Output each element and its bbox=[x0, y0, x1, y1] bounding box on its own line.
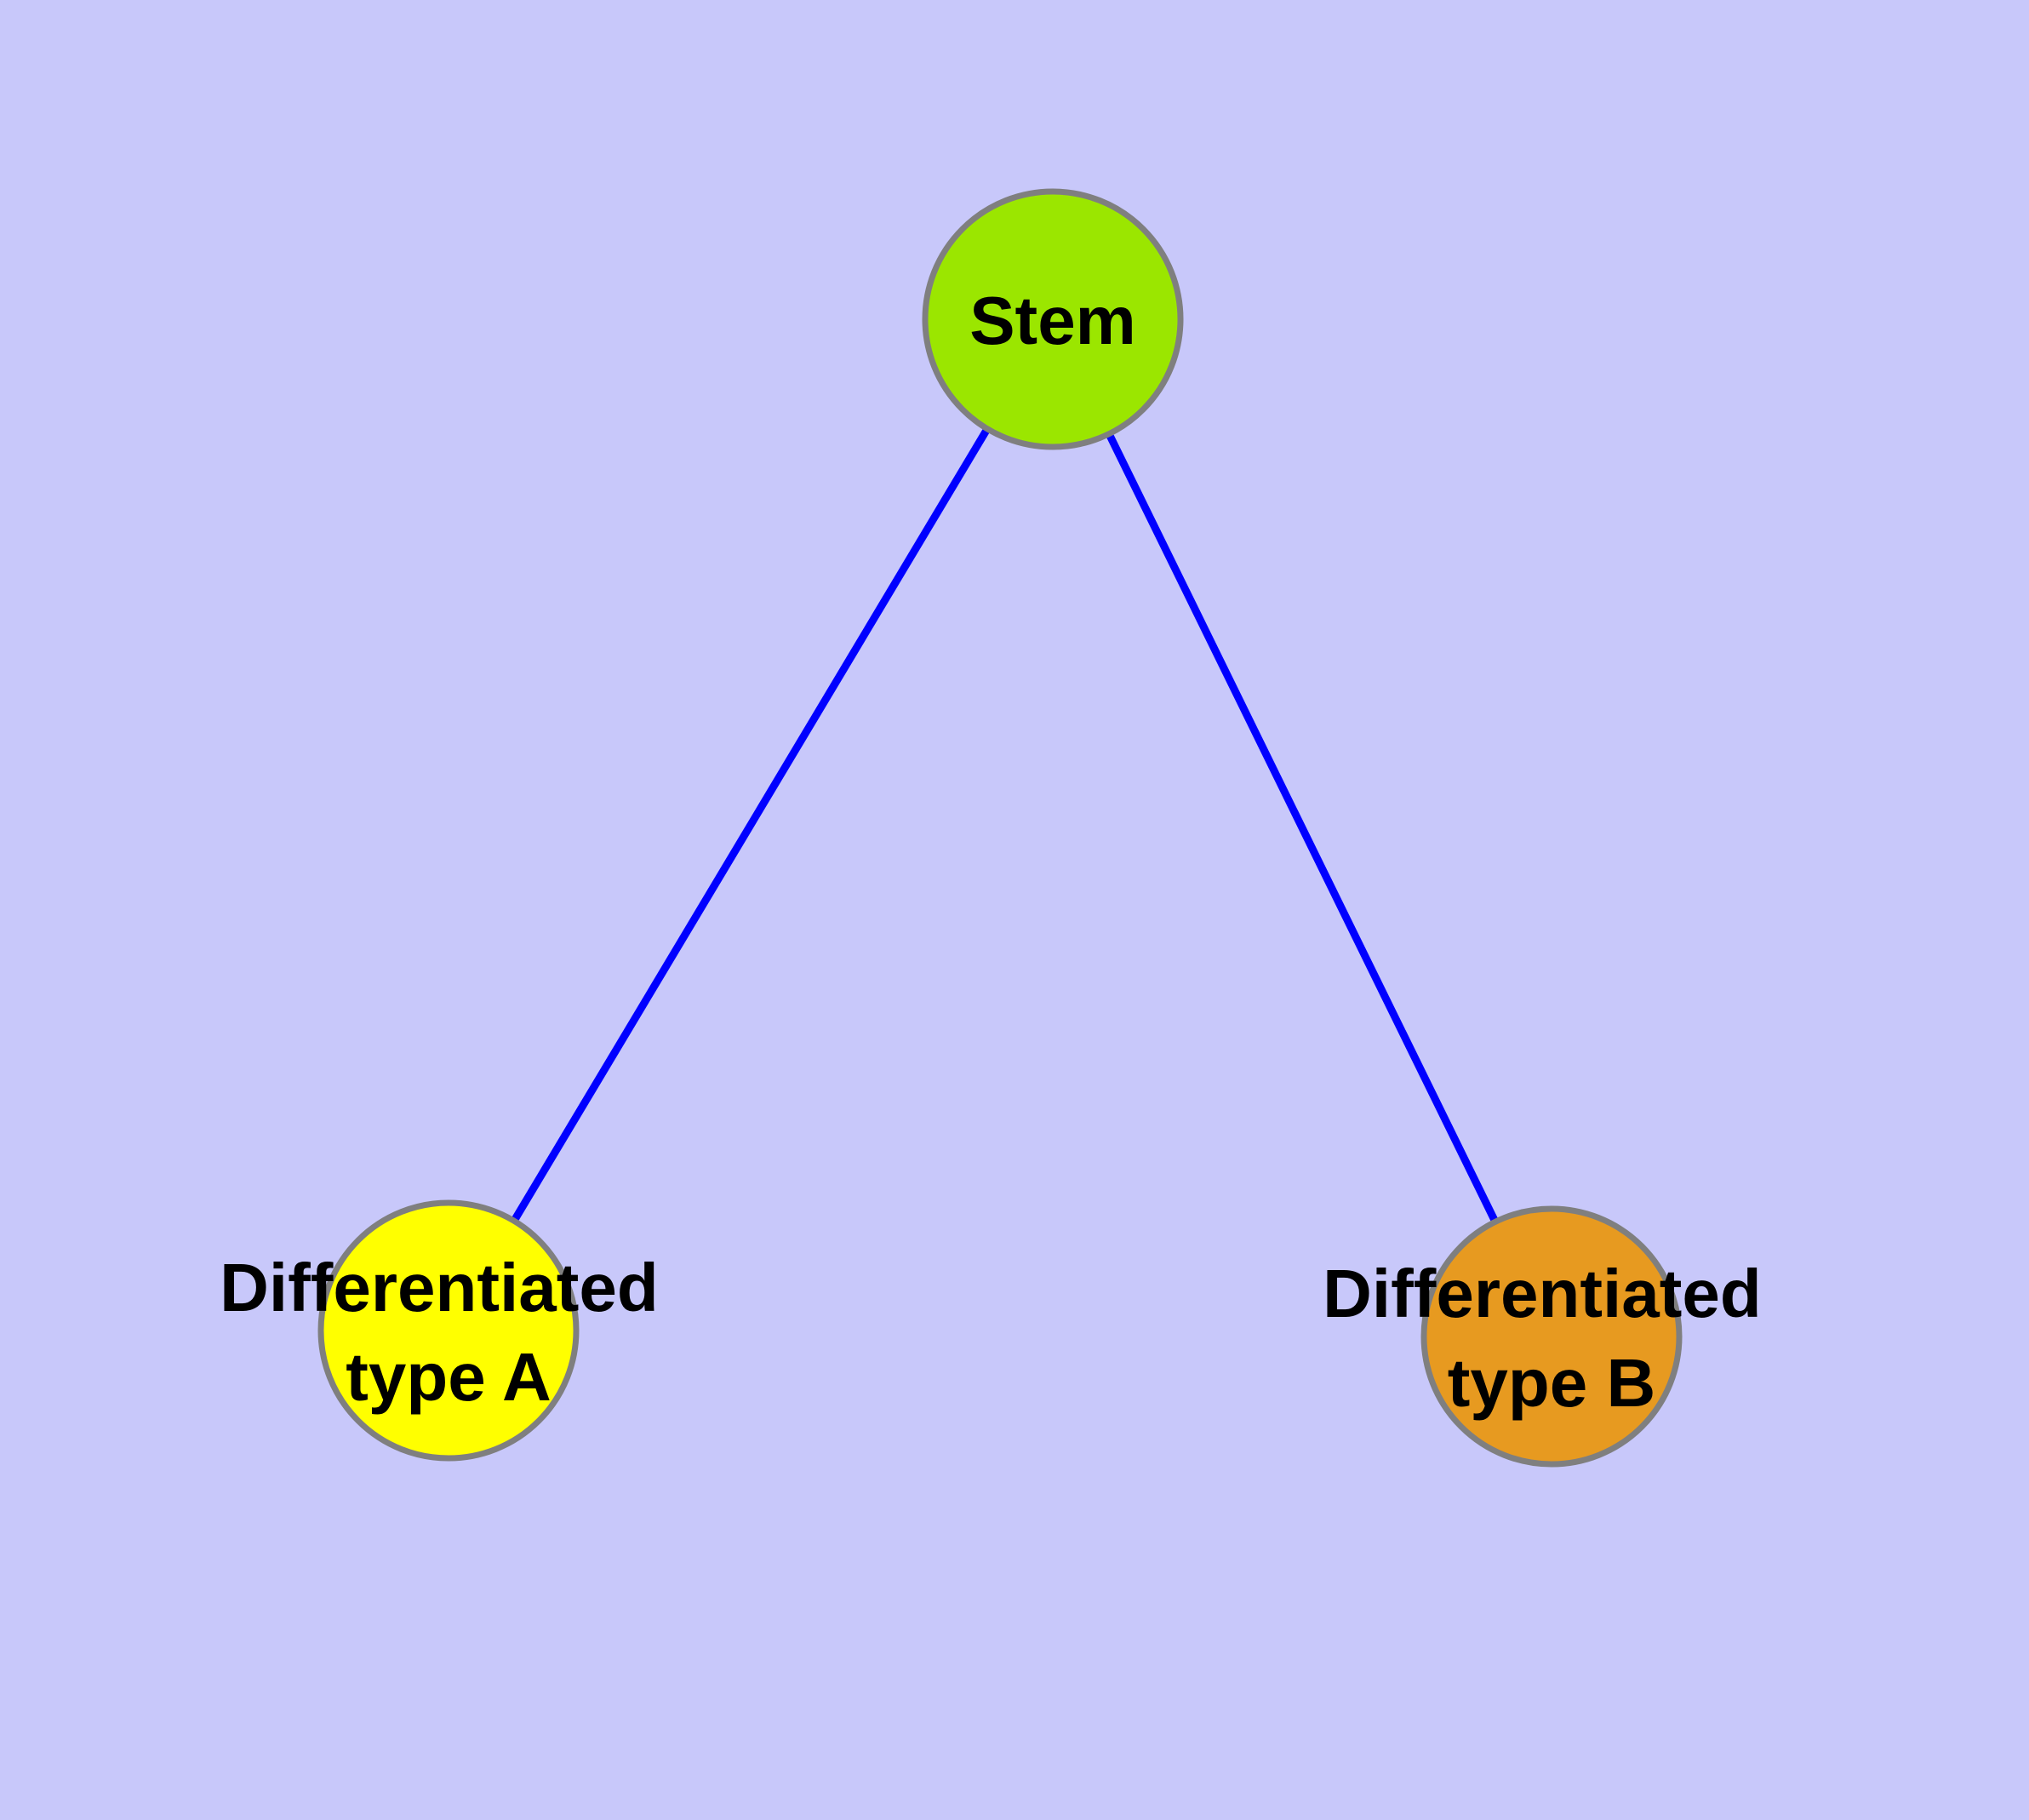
differentiated-type-a-node-label: Differentiated type A bbox=[220, 1250, 677, 1415]
differentiated-type-a-node-circle bbox=[317, 1199, 580, 1462]
edge-stem-to-type-b bbox=[1049, 318, 1556, 1338]
stem-node-label: Stem bbox=[969, 283, 1136, 358]
differentiated-type-b-node-label: Differentiated type B bbox=[1323, 1256, 1780, 1421]
differentiated-type-b-label-line2: type B bbox=[1448, 1345, 1656, 1421]
edge-stem-to-type-a bbox=[445, 317, 1056, 1333]
differentiated-type-b-node-circle bbox=[1420, 1205, 1683, 1468]
differentiated-type-b-label-line1: Differentiated bbox=[1323, 1256, 1762, 1331]
differentiated-type-a-label-line2: type A bbox=[346, 1339, 552, 1415]
stem-node-circle bbox=[922, 188, 1184, 450]
differentiated-type-a-label-line1: Differentiated bbox=[220, 1250, 659, 1325]
